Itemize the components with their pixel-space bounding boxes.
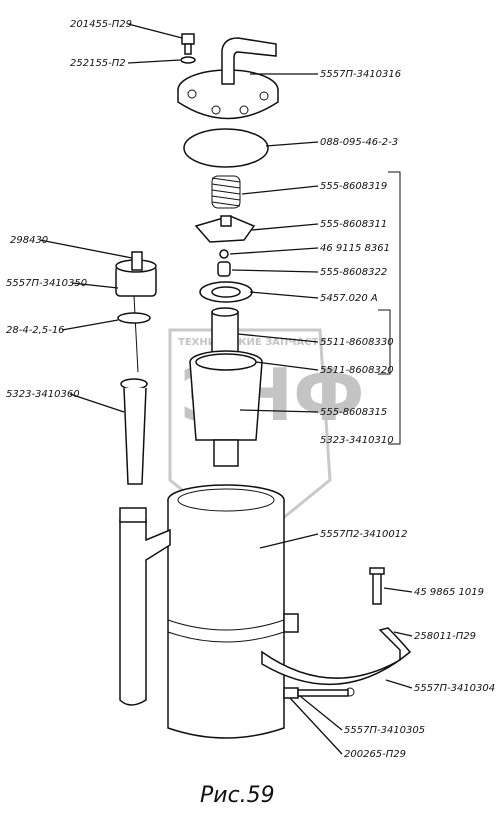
label-bracket: 5557П-3410305	[344, 725, 425, 736]
label-spring-small: 555-8608322	[320, 267, 387, 278]
label-valve-plate: 555-8608311	[320, 219, 387, 230]
filter-element-part	[189, 350, 263, 467]
label-seal-ring2: 5511-8608320	[320, 365, 394, 376]
assembly-bracket	[388, 171, 401, 445]
label-nut: 258011-П29	[414, 631, 476, 642]
ball-part	[219, 249, 229, 259]
label-ring-seal: 5457.020 А	[320, 293, 378, 304]
label-cover: 5557П-3410316	[320, 69, 401, 80]
label-spring: 555-8608319	[320, 181, 387, 192]
figure-caption: Рис.59	[200, 783, 275, 808]
dipstick-part	[120, 378, 148, 485]
ring-seal-part	[199, 281, 253, 303]
oring-small-part	[117, 312, 151, 324]
spring-part	[211, 175, 241, 209]
label-assembly: 5323-3410310	[320, 435, 394, 446]
cover-part	[177, 37, 279, 120]
label-dipstick: 5323-3410360	[6, 389, 80, 400]
small-spring-part	[217, 261, 231, 277]
bolt-part	[180, 33, 196, 64]
tube-sleeve-part	[211, 307, 239, 353]
label-breather: 5557П-3410350	[6, 278, 87, 289]
label-tube-sleeve: 5511-8608330	[320, 337, 394, 348]
oring-part	[183, 128, 269, 168]
label-pin: 45 9865 1019	[414, 587, 484, 598]
sub-bracket	[378, 309, 391, 375]
leader-lines	[39, 23, 413, 755]
breather-part	[115, 251, 157, 373]
label-filter-element: 555-8608315	[320, 407, 387, 418]
label-fitting: 298430	[10, 235, 48, 246]
label-bolt: 201455-П29	[70, 19, 132, 30]
screw-part	[283, 687, 349, 699]
label-oring: 088-095-46-2-3	[320, 137, 398, 148]
label-oring-small: 28-4-2,5-16	[6, 325, 65, 336]
label-ball: 46 9115 8361	[320, 243, 390, 254]
label-screw: 200265-П29	[344, 749, 406, 760]
valve-plate-part	[194, 215, 256, 243]
label-washer: 252155-П2	[70, 58, 126, 69]
pin-part	[369, 567, 385, 605]
label-tank: 5557П2-3410012	[320, 529, 407, 540]
label-clamp: 5557П-3410304	[414, 683, 495, 694]
tank-part	[119, 484, 299, 739]
watermark-subtitle: ТЕХНИЧЕСКИЕ ЗАПЧАСТИ	[178, 337, 327, 348]
